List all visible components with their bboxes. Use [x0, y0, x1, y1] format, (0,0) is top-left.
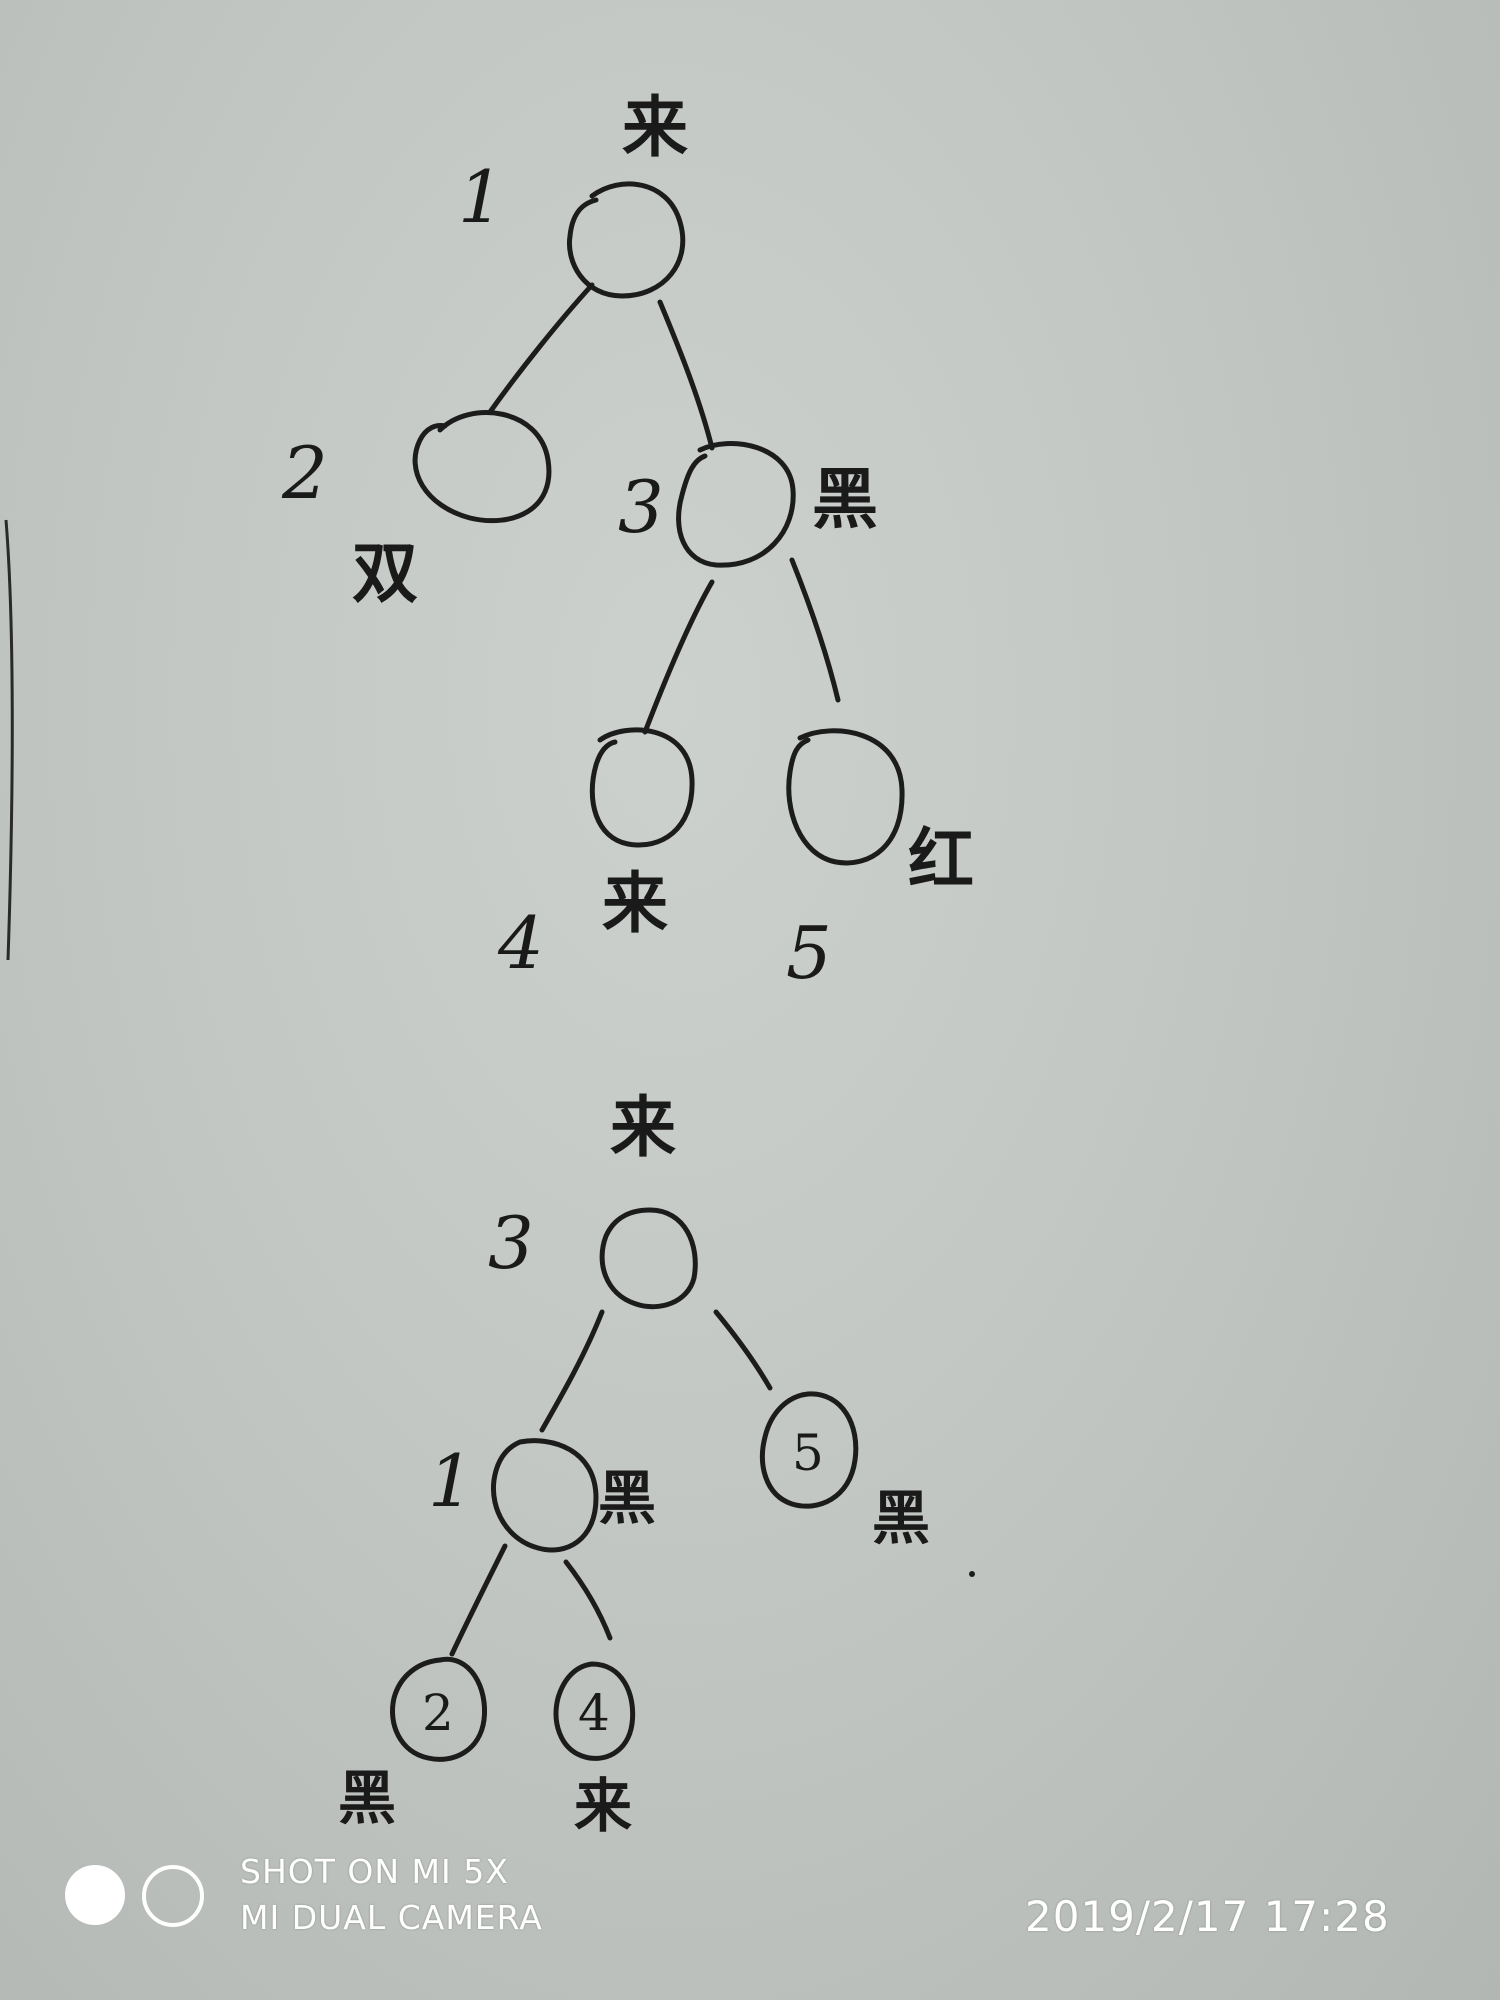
node-circle — [786, 728, 905, 866]
node-inner-number: 4 — [578, 1684, 610, 1742]
edge-3-5 — [789, 557, 841, 703]
node-circle — [490, 1438, 599, 1553]
node-label: 黑 — [872, 1484, 930, 1552]
edge-1-2 — [487, 282, 595, 415]
node-circle — [553, 1661, 636, 1761]
node-label: 来 — [602, 864, 668, 942]
node-inner-number: 5 — [792, 1424, 824, 1482]
edge-3-1 — [539, 1309, 605, 1433]
node-circle — [599, 1207, 698, 1310]
watermark-dot-ring-icon — [142, 1865, 204, 1927]
watermark-datetime: 2019/2/17 17:28 — [1025, 1892, 1390, 1941]
node-number: 3 — [618, 465, 664, 549]
node-number: 3 — [488, 1201, 534, 1285]
edge-3-4 — [642, 579, 715, 735]
node-circle — [760, 1391, 859, 1509]
edge-1-2 — [449, 1543, 508, 1657]
watermark-camera: MI DUAL CAMERA — [240, 1898, 543, 1937]
node-circle — [676, 441, 796, 568]
node-label: 黑 — [598, 1464, 656, 1532]
node-number: 4 — [497, 901, 544, 985]
tree-top: 1 来 2 双 3 黑 4 来 5 红 — [281, 88, 974, 995]
node-inner-number: 2 — [422, 1684, 454, 1742]
edge-1-4 — [563, 1559, 613, 1641]
edge-3-5 — [713, 1309, 773, 1391]
node-circle — [589, 727, 695, 848]
node-circle — [412, 410, 552, 524]
edge-1-3 — [657, 299, 715, 451]
node-number: 2 — [281, 431, 328, 515]
node-number: 1 — [458, 155, 504, 239]
node-circle — [390, 1656, 488, 1762]
paper-edge — [4, 519, 14, 961]
node-label: 黑 — [338, 1764, 396, 1832]
node-label: 来 — [574, 1772, 632, 1840]
watermark-dot-filled-icon — [65, 1865, 125, 1925]
node-number: 5 — [786, 911, 832, 995]
node-label: 红 — [908, 820, 974, 898]
node-label: 双 — [352, 534, 418, 612]
node-label: 来 — [610, 1088, 676, 1166]
node-circle — [566, 181, 686, 299]
node-label: 来 — [622, 88, 688, 166]
node-label: 黑 — [812, 460, 878, 538]
node-number: 1 — [428, 1439, 474, 1523]
tree-bottom: 3 来 1 黑 5 黑 2 黑 4 来 — [338, 1088, 975, 1840]
watermark-shot-on: SHOT ON MI 5X — [240, 1852, 509, 1891]
ink-dot — [969, 1571, 975, 1577]
